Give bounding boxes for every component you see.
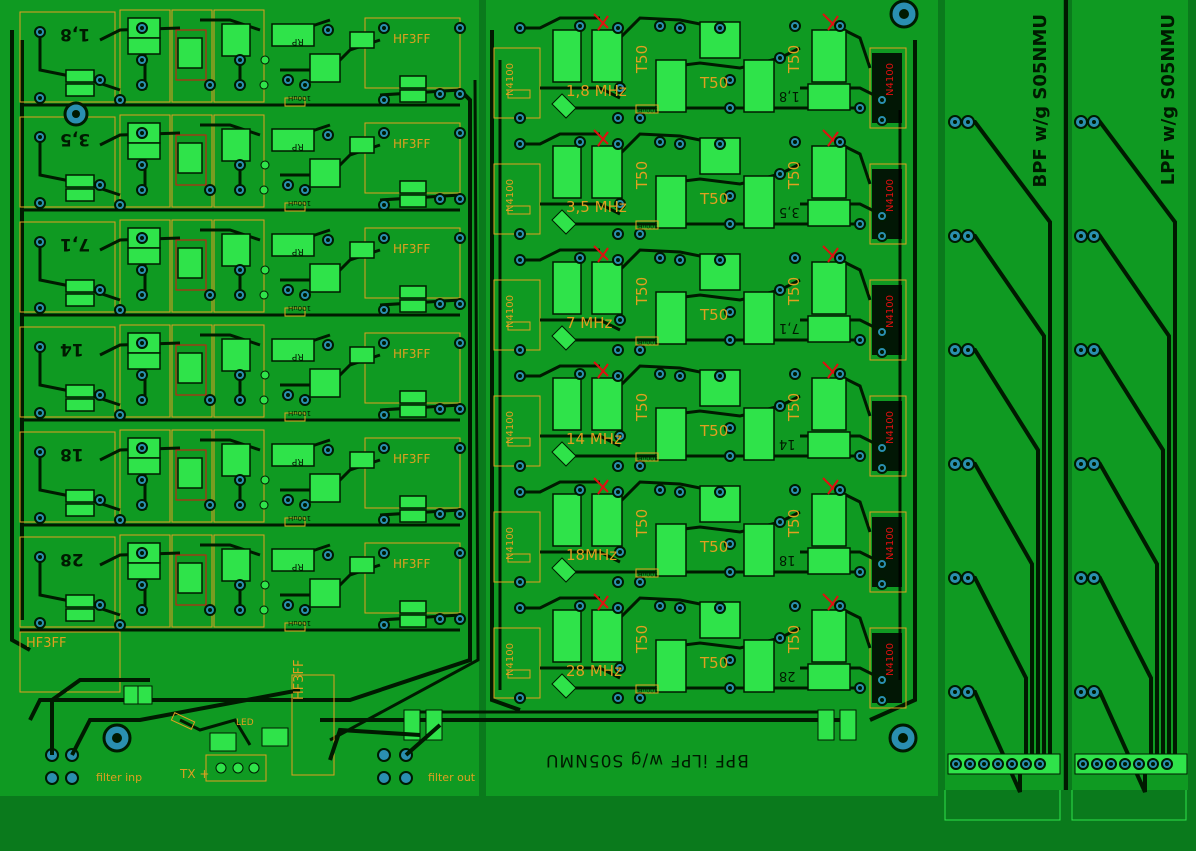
lpf-row: [19, 429, 466, 527]
lpf-row: [19, 534, 466, 632]
bpf-row: [493, 245, 907, 361]
bottom-section: [19, 0, 919, 785]
bpf-row: [493, 477, 907, 593]
lpf-row: [19, 9, 466, 107]
lpf-row: [19, 324, 466, 422]
bpf-row: [493, 13, 907, 129]
lpf-row: [19, 114, 466, 212]
bpf-row: [493, 361, 907, 477]
bpf-row: [493, 593, 907, 709]
bpf-row: [493, 129, 907, 245]
lpf-row: [19, 219, 466, 317]
